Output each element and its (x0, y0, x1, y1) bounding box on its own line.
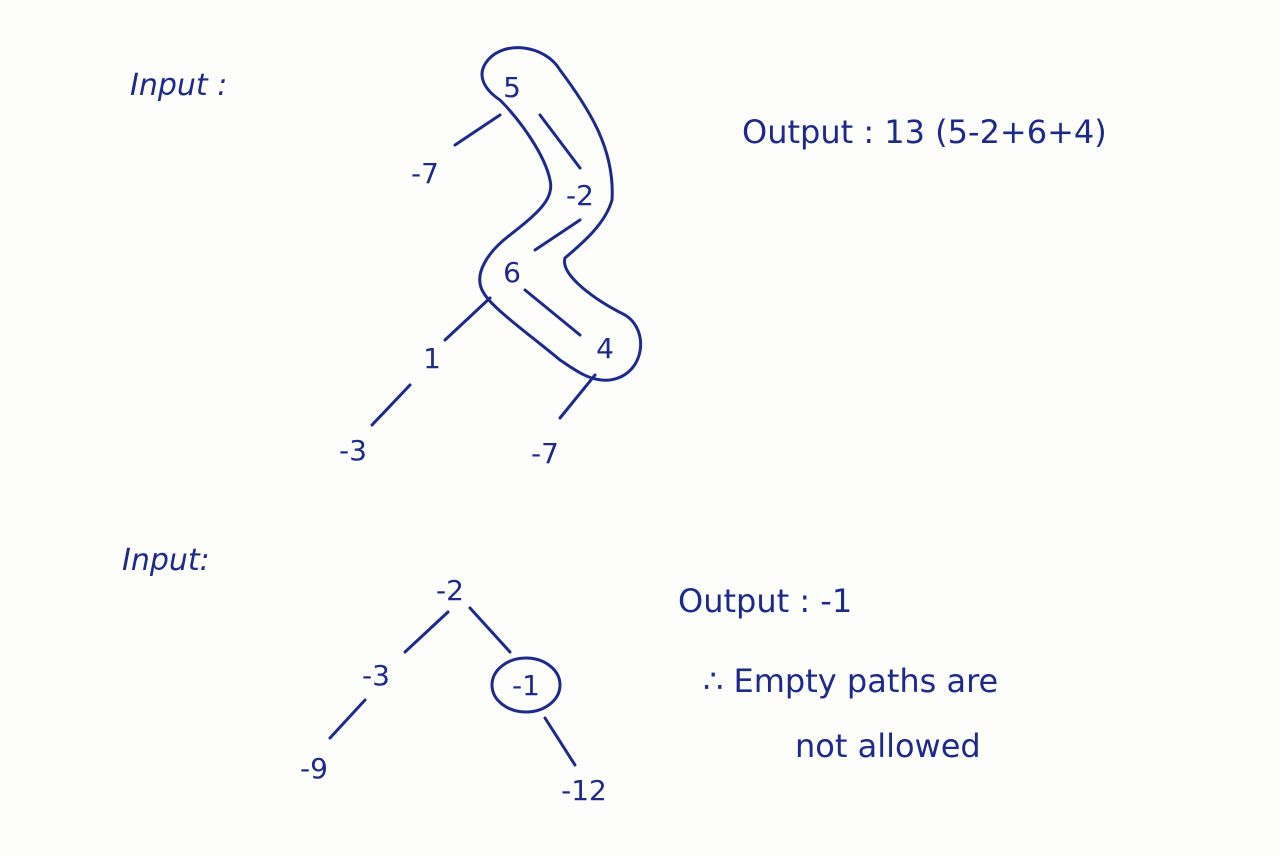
node-6: 6 (503, 256, 521, 289)
node-neg1: -1 (512, 669, 540, 702)
node-neg3-b: -3 (362, 659, 390, 692)
output-label-1: Output : 13 (5-2+6+4) (742, 113, 1107, 151)
edge-5-neg2 (538, 113, 582, 170)
note-line-1: ∴ Empty paths are (703, 662, 998, 700)
node-5: 5 (503, 71, 521, 104)
edge-neg2-neg3 (403, 610, 450, 654)
path-highlight-outline (478, 46, 642, 382)
highlight-circle-neg1 (490, 656, 562, 714)
node-4: 4 (596, 332, 614, 365)
input-label-2: Input: (122, 543, 210, 578)
node-1: 1 (423, 342, 441, 375)
node-neg3: -3 (339, 434, 367, 467)
node-neg9: -9 (300, 752, 328, 785)
edge-neg2-neg1 (468, 606, 512, 654)
node-neg2-root: -2 (436, 574, 464, 607)
edge-6-4 (523, 288, 582, 337)
edge-neg3-neg9 (328, 698, 367, 740)
note-line-2: not allowed (795, 727, 981, 765)
node-neg7-bottom: -7 (531, 437, 559, 470)
edge-neg1-neg12 (543, 716, 577, 767)
node-neg12: -12 (561, 774, 607, 807)
input-label-1: Input : (130, 68, 227, 103)
edge-5-neg7 (453, 113, 502, 147)
edge-6-1 (443, 296, 492, 342)
edge-neg2-6 (533, 218, 582, 252)
output-label-2: Output : -1 (678, 582, 852, 620)
edge-4-neg7 (558, 373, 597, 420)
node-neg2: -2 (566, 179, 594, 212)
node-neg7-left: -7 (411, 157, 439, 190)
edge-1-neg3 (370, 383, 412, 427)
